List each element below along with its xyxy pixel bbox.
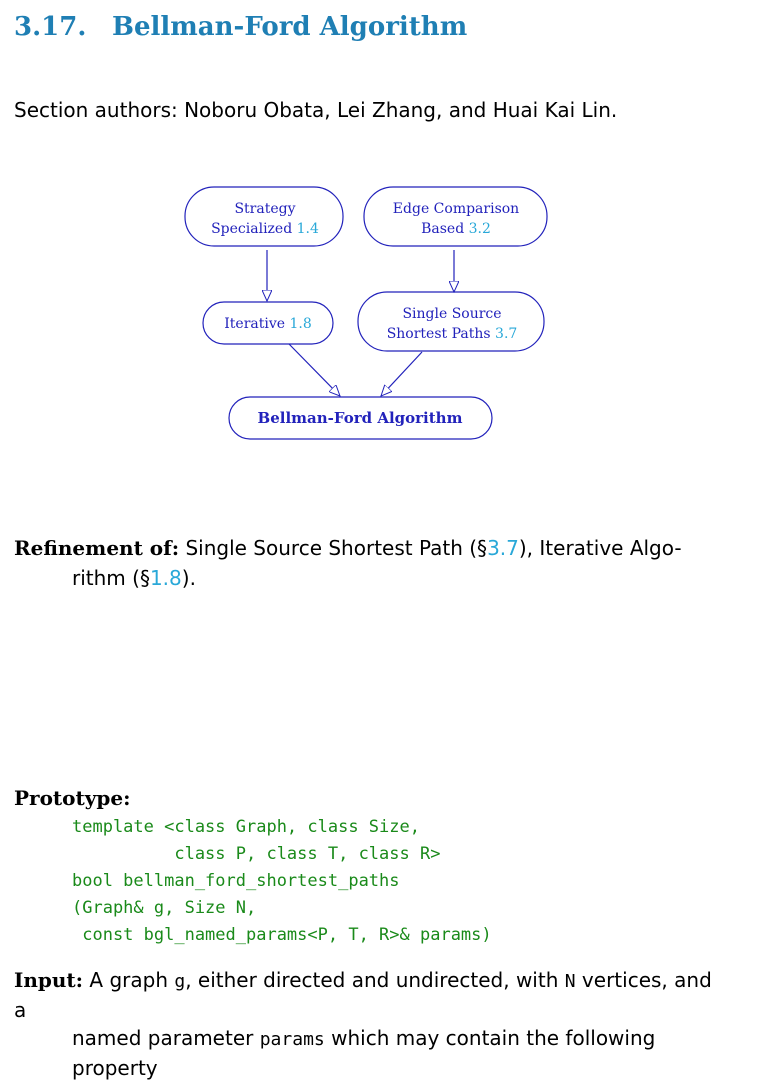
node-strategy-line1: Strategy xyxy=(234,201,295,217)
edge-iterative-to-bellman xyxy=(288,343,340,396)
prototype-label: Prototype: xyxy=(14,786,131,810)
node-strategy-ref: 1.4 xyxy=(297,221,319,237)
concept-diagram: Strategy Specialized 1.4 Edge Comparison… xyxy=(184,186,548,440)
ref-link-3-7[interactable]: 3.7 xyxy=(487,536,519,560)
node-sssp-line1: Single Source xyxy=(402,306,501,322)
input-var-g: g xyxy=(174,971,186,992)
node-strategy-specialized[interactable]: Strategy Specialized 1.4 xyxy=(184,186,344,247)
input-var-params: params xyxy=(259,1029,325,1050)
node-edge-line1: Edge Comparison xyxy=(393,201,519,217)
section-number: 3.17. xyxy=(14,12,87,42)
input-var-n: N xyxy=(564,971,576,992)
node-sssp-line2: Shortest Paths 3.7 xyxy=(387,326,518,342)
node-strategy-line2: Specialized 1.4 xyxy=(211,221,319,237)
section-heading: 3.17. Bellman-Ford Algorithm xyxy=(14,12,467,42)
prototype-code: template <class Graph, class Size, class… xyxy=(72,817,492,945)
node-bellman-ford[interactable]: Bellman-Ford Algorithm xyxy=(228,396,493,440)
node-edge-line2: Based 3.2 xyxy=(421,221,491,237)
input-paragraph: Input: A graph g, either directed and un… xyxy=(14,968,712,1080)
node-sssp-ref: 3.7 xyxy=(495,326,517,342)
node-edge-ref: 3.2 xyxy=(469,221,491,237)
ref-link-1-8[interactable]: 1.8 xyxy=(149,566,182,590)
section-title: Bellman-Ford Algorithm xyxy=(112,12,468,42)
node-iterative[interactable]: Iterative 1.8 xyxy=(202,301,334,345)
input-label: Input: xyxy=(14,968,84,992)
refinement-paragraph: Refinement of: Single Source Shortest Pa… xyxy=(14,536,682,590)
section-authors: Section authors: Noboru Obata, Lei Zhang… xyxy=(14,98,618,122)
node-single-source[interactable]: Single Source Shortest Paths 3.7 xyxy=(357,291,545,352)
node-bellman-label: Bellman-Ford Algorithm xyxy=(258,409,463,427)
node-iterative-line1: Iterative 1.8 xyxy=(224,316,312,332)
node-iterative-ref: 1.8 xyxy=(289,316,311,332)
node-edge-comparison[interactable]: Edge Comparison Based 3.2 xyxy=(363,186,548,247)
refinement-label: Refinement of: xyxy=(14,536,180,560)
edge-sssp-to-bellman xyxy=(381,351,423,396)
